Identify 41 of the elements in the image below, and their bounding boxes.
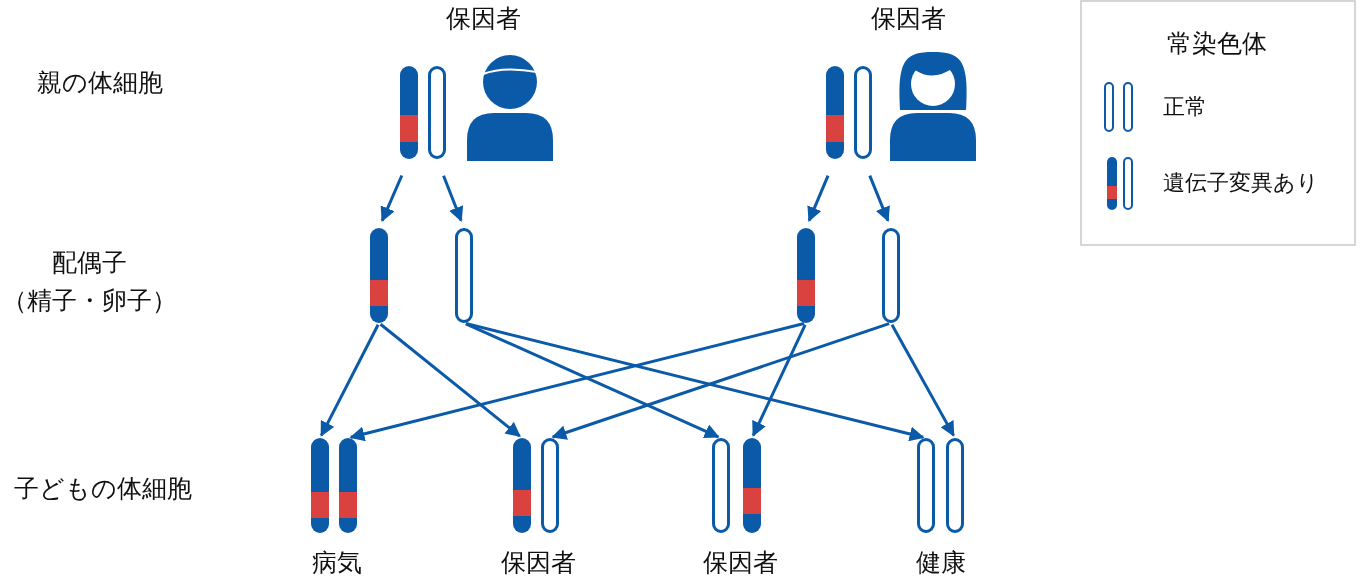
chromosome bbox=[826, 66, 844, 159]
chromosome bbox=[743, 438, 761, 533]
chromosome bbox=[797, 228, 815, 323]
chromosome bbox=[854, 66, 872, 159]
arrow bbox=[890, 324, 955, 437]
legend-title: 常染色体 bbox=[1167, 30, 1267, 56]
outcome-label: 保因者 bbox=[500, 549, 576, 575]
row-label: （精子・卵子） bbox=[1, 287, 177, 313]
chromosome bbox=[370, 228, 388, 323]
legend-label: 正常 bbox=[1163, 96, 1207, 118]
carrier-label: 保因者 bbox=[870, 5, 946, 31]
arrow bbox=[465, 322, 720, 439]
chromosome bbox=[455, 228, 473, 323]
arrow bbox=[320, 324, 380, 437]
chromosome bbox=[513, 438, 531, 533]
chromosome bbox=[339, 438, 357, 533]
carrier-label: 保因者 bbox=[445, 5, 521, 31]
legend-label: 遺伝子変異あり bbox=[1163, 172, 1319, 194]
outcome-label: 病気 bbox=[312, 549, 362, 575]
outcome-label: 健康 bbox=[916, 549, 966, 575]
row-label: 子どもの体細胞 bbox=[14, 475, 192, 501]
outcome-label: 保因者 bbox=[702, 549, 778, 575]
row-label: 親の体細胞 bbox=[37, 69, 163, 95]
arrow bbox=[868, 175, 890, 222]
arrow bbox=[379, 323, 521, 438]
arrow bbox=[349, 322, 805, 442]
chromosome bbox=[541, 438, 559, 533]
chromosome bbox=[428, 66, 446, 159]
chromosome bbox=[946, 438, 964, 533]
arrow bbox=[551, 322, 890, 440]
arrow bbox=[380, 174, 404, 223]
chromosome bbox=[882, 228, 900, 323]
chromosome bbox=[311, 438, 329, 533]
arrow bbox=[751, 324, 807, 437]
row-label: 配偶子 bbox=[51, 249, 127, 275]
arrow bbox=[442, 175, 464, 222]
arrow bbox=[807, 175, 830, 222]
chromosome bbox=[400, 66, 418, 159]
arrow bbox=[465, 322, 925, 442]
chromosome bbox=[712, 438, 730, 533]
chromosome bbox=[917, 438, 935, 533]
